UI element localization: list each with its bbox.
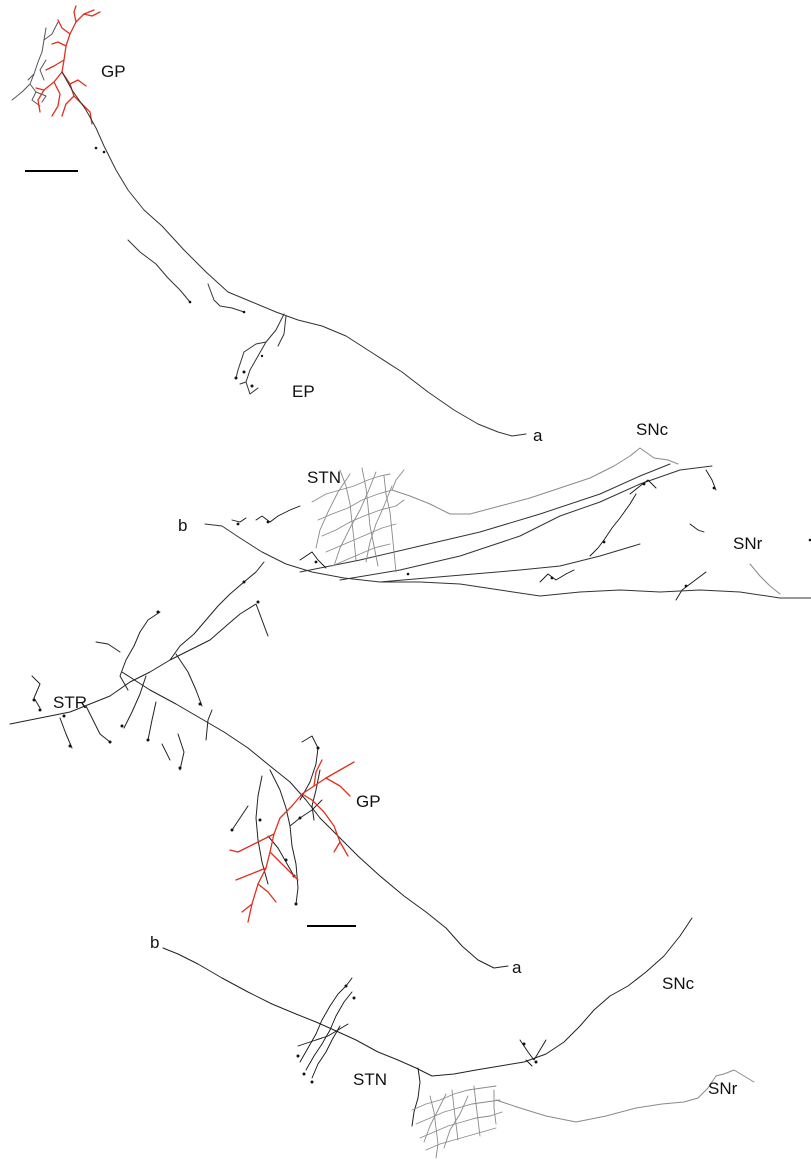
b-axon-bottom — [162, 917, 693, 1077]
ep-collaterals — [127, 239, 287, 395]
label-snr-top: SNr — [733, 534, 763, 553]
label-snc-top: SNc — [636, 420, 669, 439]
label-str: STR — [53, 693, 87, 712]
gp-axon-collaterals-top — [11, 21, 59, 107]
panel-bottom: STR GP a b SNc STN SNr — [9, 561, 755, 1159]
b-terminals-top — [231, 469, 717, 601]
panel-top: GP EP a SNc STN b SNr — [11, 5, 811, 601]
stn-arbor-top — [311, 467, 405, 573]
main-axon-bottom — [121, 671, 509, 969]
str-arbor — [9, 561, 269, 771]
label-a-bottom: a — [512, 958, 522, 977]
label-snc-bottom: SNc — [662, 974, 695, 993]
gp-axon-dots-bottom — [230, 746, 320, 906]
ep-terminal-dots — [94, 146, 264, 388]
stn-to-snr-axon — [495, 1069, 755, 1123]
b-terminal-dots-top — [236, 482, 811, 588]
snr-terminal-top — [749, 563, 781, 595]
stn-arbor-bottom — [411, 1085, 503, 1159]
label-ep: EP — [292, 382, 315, 401]
stn-dorsal-cluster — [297, 977, 547, 1079]
label-stn-bottom: STN — [353, 1070, 387, 1089]
gp-dendrites-bottom — [229, 759, 355, 923]
str-terminal-dots — [32, 580, 260, 770]
label-b-top: b — [178, 516, 187, 535]
label-gp-bottom: GP — [356, 792, 381, 811]
gp-main-axon-top — [61, 71, 527, 437]
label-stn-top: STN — [307, 468, 341, 487]
label-b-bottom: b — [150, 933, 159, 952]
stn-branch-bottom — [411, 1067, 421, 1127]
stn-to-snc-axon — [391, 447, 679, 515]
b-axon-top — [204, 463, 811, 599]
stn-dorsal-dots — [296, 984, 538, 1084]
gp-dendrites-top — [35, 5, 101, 125]
label-gp-top: GP — [101, 62, 126, 81]
label-a-top: a — [533, 426, 543, 445]
label-snr-bottom: SNr — [708, 1079, 738, 1098]
gp-axon-bottom — [231, 735, 323, 905]
